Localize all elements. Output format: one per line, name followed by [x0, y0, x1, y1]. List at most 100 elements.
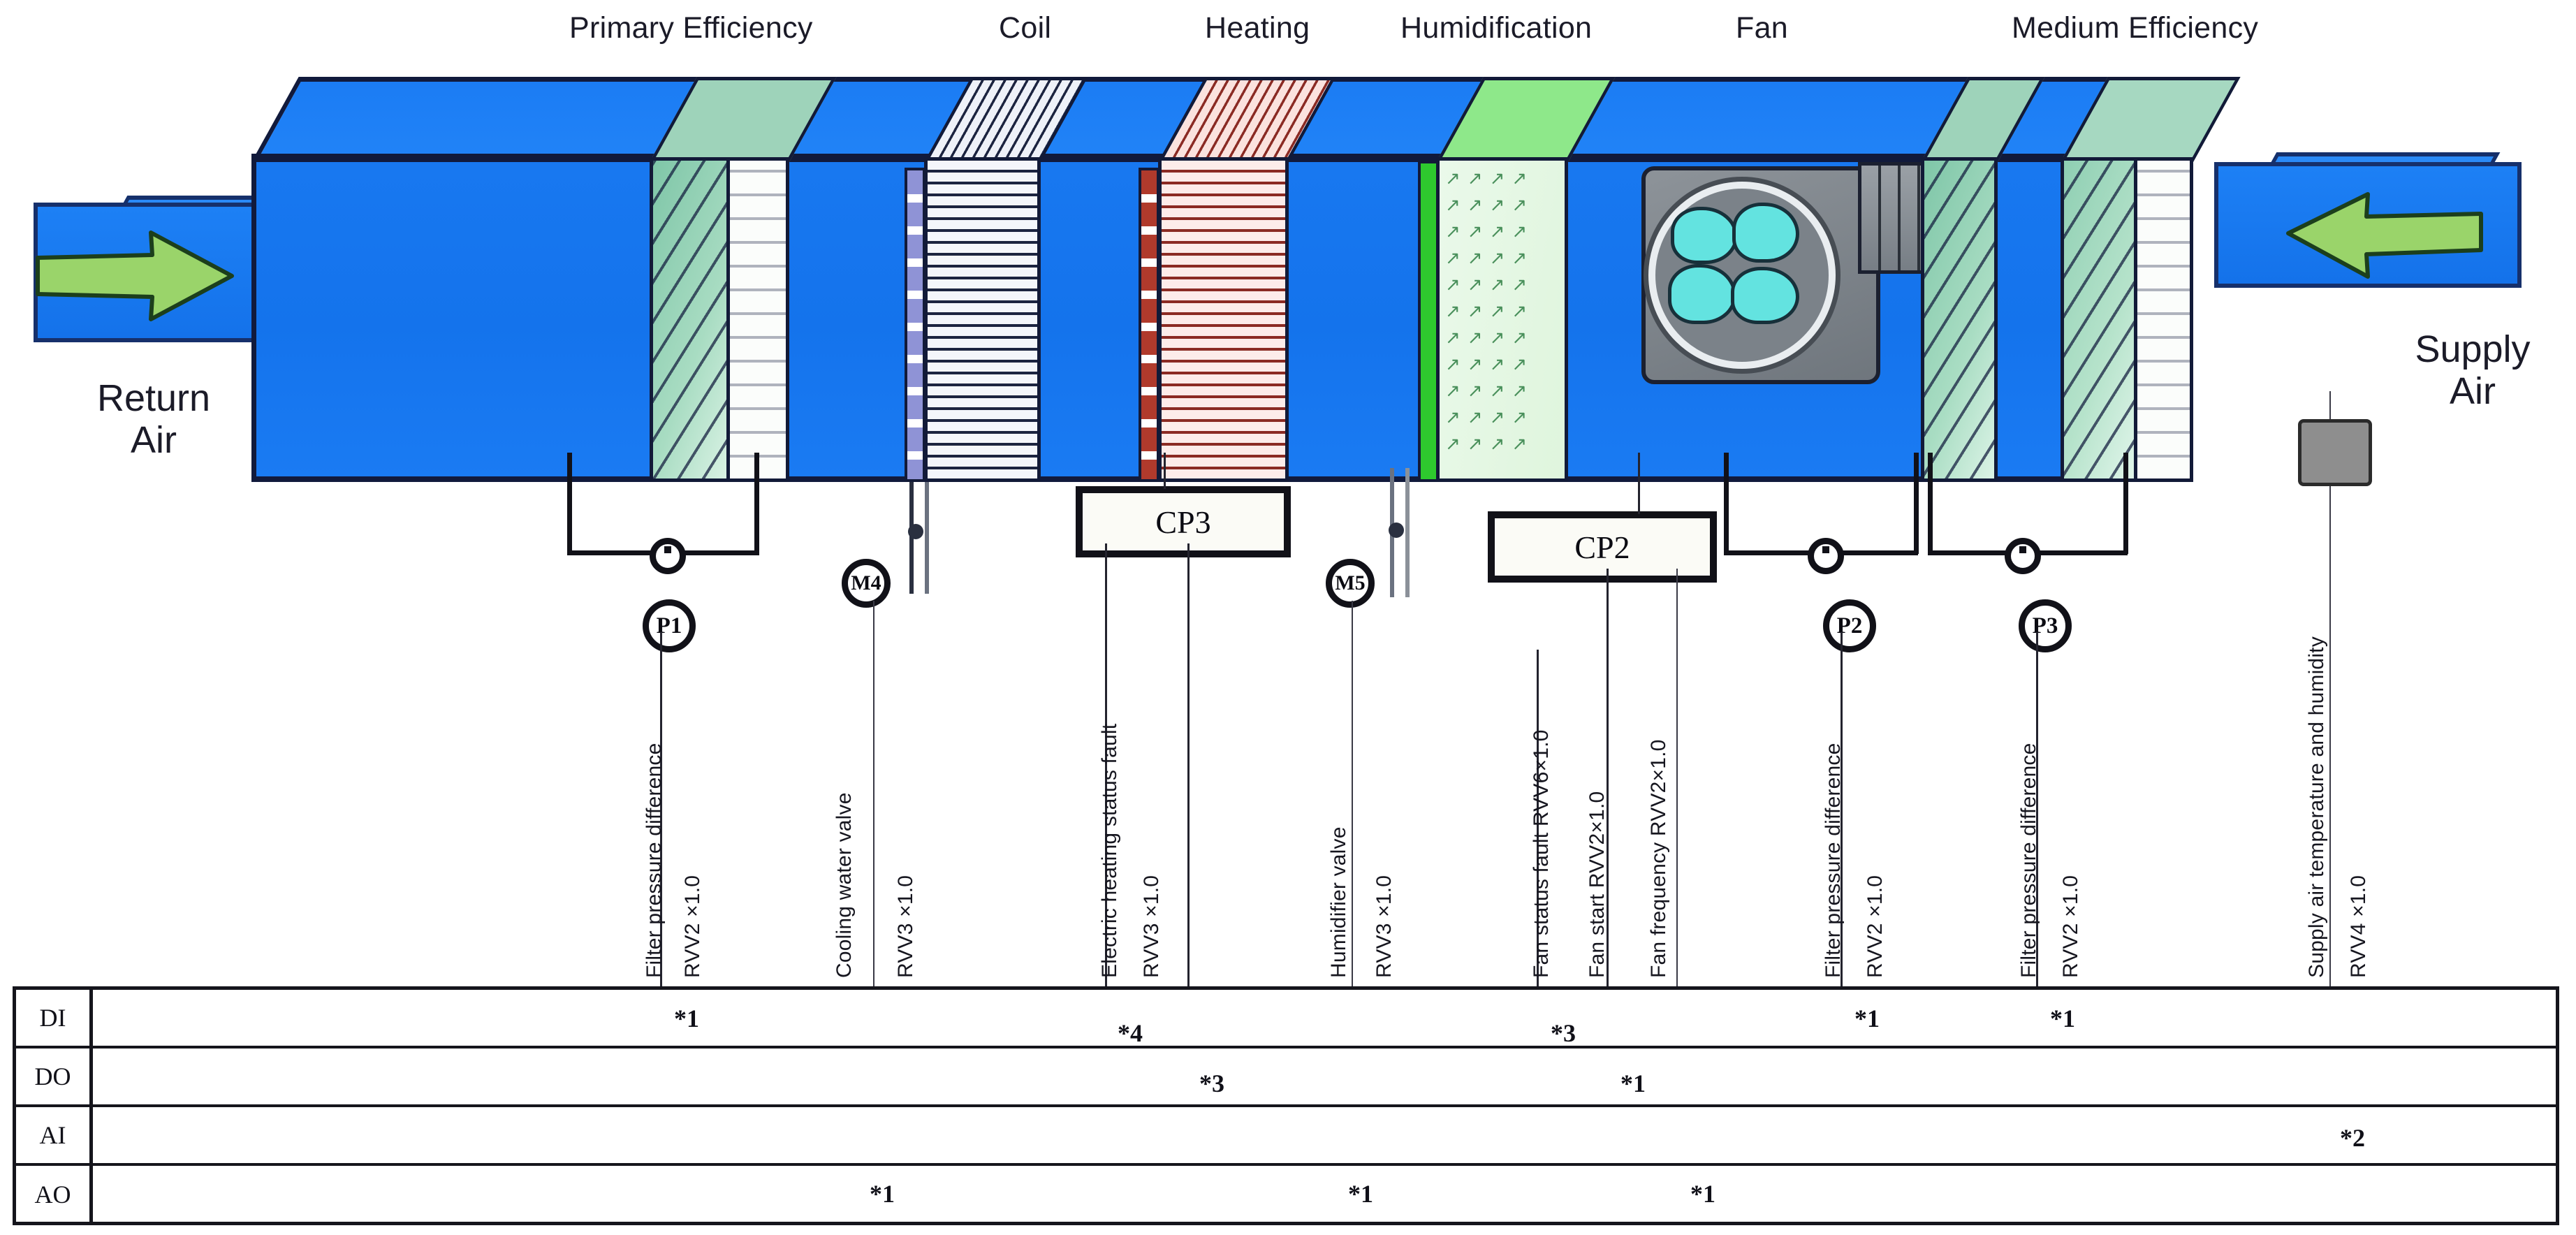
medium-filter-2-front-face — [2061, 157, 2137, 482]
medium-filter-2-frame-ribs — [2137, 161, 2190, 478]
marker-m5[interactable]: M5 — [1326, 559, 1375, 608]
table-star-di-1: *1 — [674, 1004, 699, 1032]
signal-line-electric-heating-fault — [1105, 543, 1107, 1006]
cable-label-supply-air-temperature-and-humidity: RVV4 ×1.0 — [2347, 875, 2370, 978]
primary-efficiency-filter — [650, 77, 837, 482]
table-row-label-do: DO — [16, 1048, 93, 1104]
signal-label-filter-pressure-difference-2: Filter pressure difference — [1822, 743, 1845, 978]
table-star-ao-1: *1 — [870, 1180, 895, 1208]
table-star-di-2: *4 — [1118, 1019, 1143, 1047]
medium-filter-1-hatch — [1924, 161, 1994, 478]
signal-line-humidifier-valve — [1352, 601, 1353, 1188]
marker-m4[interactable]: M4 — [842, 559, 891, 608]
table-star-ao-3: *1 — [1690, 1180, 1715, 1208]
cable-label-cooling-water-valve: RVV3 ×1.0 — [894, 875, 917, 978]
cable-label-filter-pressure-difference-1: RVV2 ×1.0 — [681, 875, 704, 978]
fan-wheel — [1648, 182, 1836, 369]
controller-cp3[interactable]: CP3 — [1076, 486, 1291, 557]
table-row-label-ai: AI — [16, 1107, 93, 1163]
cp2-feed-line — [1638, 453, 1640, 514]
electric-heating-coil — [1139, 77, 1336, 482]
signal-label-filter-pressure-difference-1: Filter pressure difference — [643, 743, 666, 978]
p3-sensor-node-icon — [2005, 538, 2041, 574]
p3-bracket-right-leg — [2123, 453, 2128, 554]
p1-sensor-node-icon — [650, 538, 686, 574]
supply-air-arrow-icon — [2286, 192, 2483, 279]
cable-label-electric-heating-status-fault: RVV3 ×1.0 — [1140, 875, 1163, 978]
heating-coil-front-face — [1158, 157, 1289, 482]
table-row-label-di: DI — [16, 990, 93, 1046]
primary-filter-frame-ribs — [730, 161, 786, 478]
marker-p1[interactable]: P1 — [643, 599, 696, 652]
signal-line-fan-frequency — [1676, 569, 1678, 1188]
medium-efficiency-filter-1 — [1921, 77, 2045, 482]
io-point-table: DI DO AI AO — [13, 986, 2559, 1225]
table-star-di-5: *1 — [2050, 1004, 2075, 1032]
primary-filter-front-face — [650, 157, 730, 482]
humidifier: ↗↗↗↗↗↗↗↗↗↗↗↗↗↗↗↗↗↗↗↗↗↗↗↗↗↗↗↗↗↗↗↗↗↗↗↗↗↗↗↗… — [1418, 77, 1616, 482]
signal-label-supply-air-temperature-and-humidity: Supply air temperature and humidity — [2305, 636, 2328, 978]
signal-label-fan-start: Fan start RVV2×1.0 — [1586, 791, 1609, 978]
medium-filter-1-front-face — [1921, 157, 1998, 482]
p2-sensor-node-icon — [1808, 538, 1844, 574]
table-star-di-3: *3 — [1551, 1019, 1576, 1047]
signal-label-humidifier-valve: Humidifier valve — [1327, 826, 1350, 978]
signal-line-fan-start — [1607, 569, 1609, 1032]
table-row-do: DO — [16, 1048, 2556, 1107]
humidifier-valve-icon — [1389, 468, 1415, 597]
signal-line-supply-air-temp-humidity — [2329, 391, 2331, 1123]
p1-bracket-left-leg — [567, 453, 572, 554]
cooling-coil — [905, 77, 1088, 482]
controller-cp2[interactable]: CP2 — [1488, 511, 1717, 583]
fan-blade — [1731, 267, 1799, 324]
signal-line-filter-pressure-3 — [2036, 632, 2038, 1006]
table-star-ao-2: *1 — [1348, 1180, 1373, 1208]
primary-filter-hatch — [653, 161, 726, 478]
table-row-di: DI — [16, 990, 2556, 1048]
p1-bracket-right-leg — [754, 453, 759, 554]
signal-line-cooling-water-valve — [873, 601, 874, 1188]
return-air-label: Return Air — [96, 377, 211, 462]
section-label-primary-efficiency: Primary Efficiency — [569, 11, 813, 45]
section-label-fan: Fan — [1736, 11, 1788, 45]
table-row-ai: AI — [16, 1107, 2556, 1166]
section-label-coil: Coil — [999, 11, 1052, 45]
cp3-feed-line — [1164, 453, 1166, 489]
supply-air-label: Supply Air — [2415, 328, 2531, 413]
fan-blade — [1671, 207, 1738, 264]
medium-filter-2-hatch — [2064, 161, 2134, 478]
signal-label-fan-frequency: Fan frequency RVV2×1.0 — [1647, 739, 1670, 978]
p3-bracket-left-leg — [1928, 453, 1933, 554]
humidifier-spray-arrows: ↗↗↗↗↗↗↗↗↗↗↗↗↗↗↗↗↗↗↗↗↗↗↗↗↗↗↗↗↗↗↗↗↗↗↗↗↗↗↗↗… — [1445, 168, 1535, 454]
fan-blade — [1732, 203, 1799, 263]
signal-line-filter-pressure-1 — [660, 632, 662, 1006]
return-air-arrow-icon — [36, 231, 234, 321]
ahu-mid-rail — [251, 154, 2068, 159]
signal-line-electric-heating-output — [1187, 543, 1190, 1032]
table-star-di-4: *1 — [1854, 1004, 1880, 1032]
p2-bracket-left-leg — [1724, 453, 1729, 554]
signal-label-electric-heating-status-fault: Electric heating status fault — [1098, 723, 1121, 978]
marker-p2[interactable]: P2 — [1823, 599, 1876, 652]
cooling-coil-front-face — [924, 157, 1041, 482]
table-row-ao: AO — [16, 1166, 2556, 1223]
table-star-ai-1: *2 — [2340, 1124, 2365, 1152]
section-label-medium-efficiency: Medium Efficiency — [2012, 11, 2259, 45]
table-star-do-1: *3 — [1199, 1069, 1224, 1097]
cable-label-humidifier-valve: RVV3 ×1.0 — [1373, 875, 1396, 978]
humidifier-front-face: ↗↗↗↗↗↗↗↗↗↗↗↗↗↗↗↗↗↗↗↗↗↗↗↗↗↗↗↗↗↗↗↗↗↗↗↗↗↗↗↗… — [1436, 157, 1568, 482]
marker-p3[interactable]: P3 — [2019, 599, 2072, 652]
fan-blade — [1668, 264, 1736, 324]
medium-efficiency-filter-2 — [2061, 77, 2241, 482]
medium-filter-2-top-face — [2061, 77, 2241, 162]
cooling-water-valve-icon — [908, 482, 935, 594]
table-row-label-ao: AO — [16, 1166, 93, 1223]
signal-label-filter-pressure-difference-3: Filter pressure difference — [2017, 743, 2040, 978]
ahu-casing: ↗↗↗↗↗↗↗↗↗↗↗↗↗↗↗↗↗↗↗↗↗↗↗↗↗↗↗↗↗↗↗↗↗↗↗↗↗↗↗↗… — [251, 77, 2241, 482]
cable-label-filter-pressure-difference-2: RVV2 ×1.0 — [1864, 875, 1887, 978]
primary-filter-frame — [726, 157, 789, 482]
section-label-heating: Heating — [1205, 11, 1310, 45]
cooling-coil-header-tube — [905, 168, 925, 482]
supply-air-sensor — [2298, 419, 2372, 486]
